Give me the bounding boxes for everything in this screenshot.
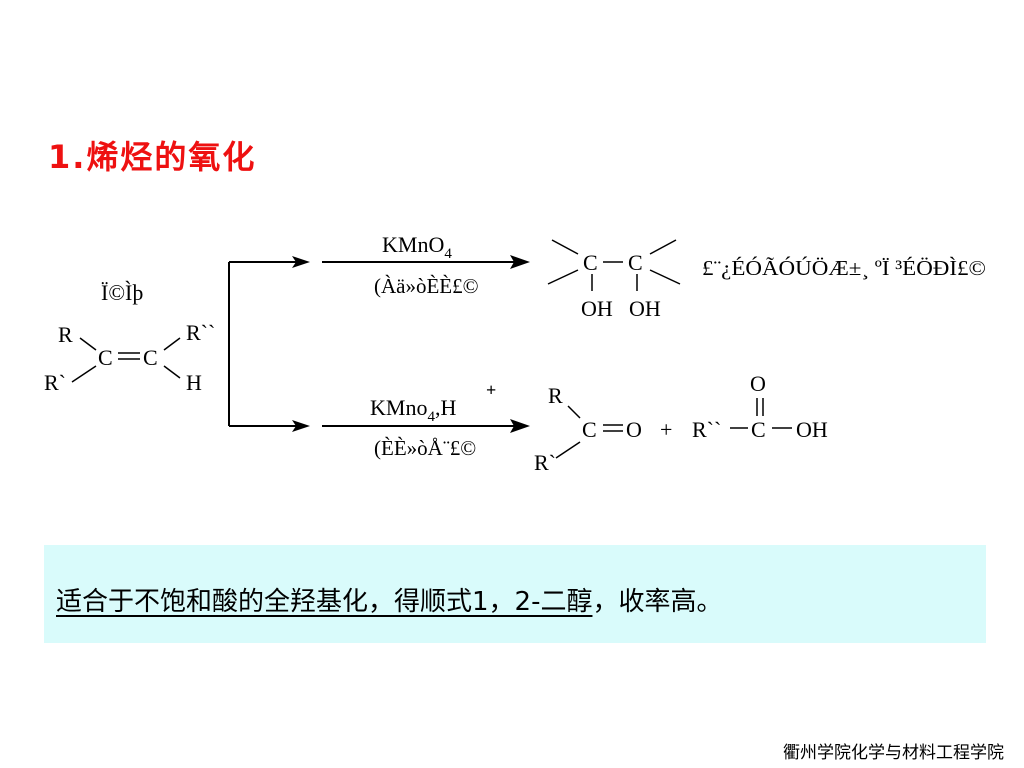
acid-product: R`` C OH O: [692, 371, 828, 442]
acid-oh: OH: [796, 417, 828, 442]
reactant-r-bottom-left: R`: [44, 370, 66, 395]
branch-arrows: [228, 255, 530, 433]
diol-c1: C: [583, 250, 598, 275]
ketone-product: R C R` O: [534, 383, 642, 475]
ketone-c: C: [582, 417, 597, 442]
lower-reagent: KMno4,H: [370, 395, 456, 425]
diol-oh2: OH: [629, 296, 661, 321]
lower-condition: (ÈÈ»òÅ¨£©: [374, 436, 476, 460]
alkene-reactant: Ï©Ìþ R R` C C R`` H: [44, 280, 215, 395]
reactant-r-top-right: R``: [186, 320, 215, 345]
upper-condition: (Àä»òÈÈ£©: [374, 274, 479, 298]
reactant-c-left: C: [98, 345, 113, 370]
reactant-c-right: C: [143, 345, 158, 370]
ketone-r-bottom: R`: [534, 450, 556, 475]
upper-arrowhead-1: [292, 256, 310, 268]
acid-o-top: O: [750, 371, 766, 396]
lower-arrowhead-2: [510, 419, 530, 433]
upper-reagent: KMnO4: [382, 232, 452, 262]
diol-oh1: OH: [581, 296, 613, 321]
upper-note: £¨¿ÉÓÃÓÚÖÆ±¸ ºÏ ³ÉÖÐÌ£©: [702, 256, 986, 280]
lower-reagent-sup: +: [486, 380, 496, 400]
slide-title: 1.烯烃的氧化: [48, 138, 257, 176]
bond-c2-h: [163, 365, 181, 379]
acid-r: R``: [692, 417, 721, 442]
reactant-h: H: [186, 370, 202, 395]
note-text: 适合于不饱和酸的全羟基化，得顺式1，2-二醇，收率高。: [56, 581, 722, 618]
ketone-o: O: [626, 417, 642, 442]
note-underlined: 适合于不饱和酸的全羟基化，得顺式1，2-二醇: [56, 587, 593, 617]
diol-product: C C OH OH: [547, 239, 681, 321]
reactant-label: Ï©Ìþ: [101, 280, 143, 305]
note-rest: ，收率高。: [592, 587, 723, 617]
reactant-r-top-left: R: [58, 322, 73, 347]
acid-c: C: [751, 417, 766, 442]
diol-c2: C: [628, 250, 643, 275]
upper-arrowhead-2: [510, 255, 530, 269]
ketone-r-top: R: [548, 383, 563, 408]
bond-rprime-c1: [71, 365, 97, 383]
plus-sign: +: [660, 417, 672, 442]
footer-institution: 衢州学院化学与材料工程学院: [783, 743, 1004, 763]
bond-r-c1: [79, 337, 97, 351]
note-box: 适合于不饱和酸的全羟基化，得顺式1，2-二醇，收率高。: [44, 545, 986, 643]
reaction-diagram: Ï©Ìþ R R` C C R`` H KMnO4 (Àä»òÈÈ£© C C: [44, 232, 986, 475]
bond-c2-r2: [163, 337, 181, 351]
lower-arrowhead-1: [292, 420, 310, 432]
